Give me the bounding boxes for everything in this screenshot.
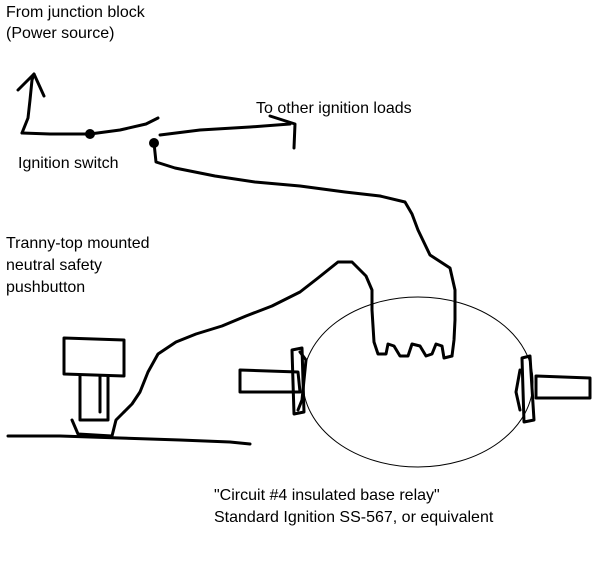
relay-housing xyxy=(302,296,534,468)
relay-label-line2: Standard Ignition SS-567, or equivalent xyxy=(214,509,494,526)
transmission-ground-line xyxy=(6,434,252,446)
pushbutton-label-line1: Tranny-top mounted xyxy=(6,235,150,252)
relay-right-terminal xyxy=(514,354,592,424)
ignition-switch xyxy=(85,116,160,148)
other-loads-wire xyxy=(158,114,297,150)
relay-left-terminal xyxy=(238,346,308,416)
pushbutton-label-line3: pushbutton xyxy=(6,279,86,296)
other-loads-label: To other ignition loads xyxy=(256,100,412,117)
source-label-line1: From junction block xyxy=(6,4,145,21)
source-label-line2: (Power source) xyxy=(6,25,115,42)
ignition-switch-label: Ignition switch xyxy=(18,155,119,172)
switch-to-relay-wire xyxy=(122,141,457,414)
neutral-safety-pushbutton xyxy=(62,336,126,438)
relay-label-line1: "Circuit #4 insulated base relay" xyxy=(214,487,440,504)
pushbutton-label-line2: neutral safety xyxy=(6,257,103,274)
power-source-wire xyxy=(16,72,92,136)
